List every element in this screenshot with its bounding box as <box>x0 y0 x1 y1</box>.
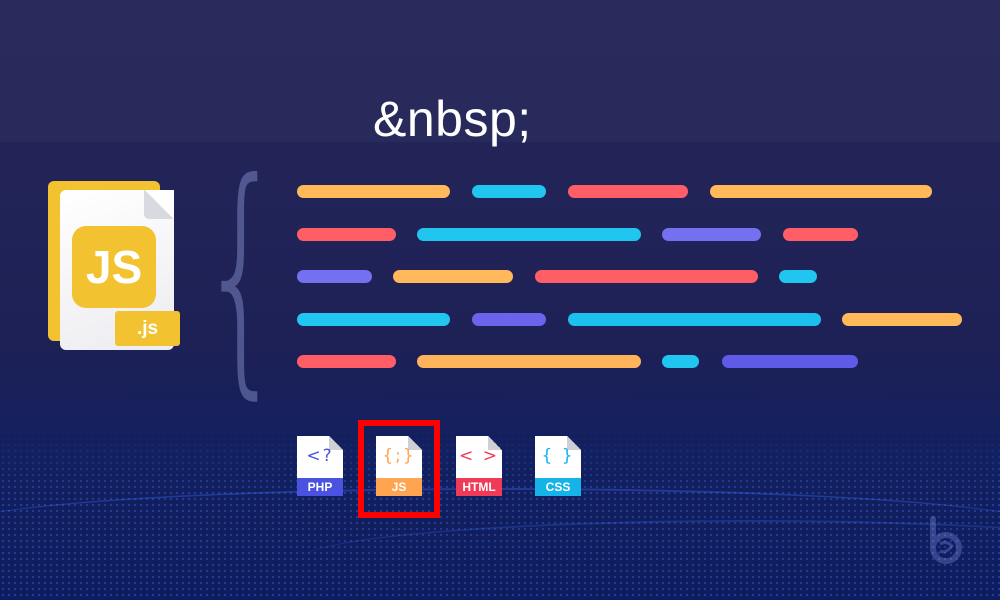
curly-brace-icon: { <box>198 129 286 420</box>
js-file-illustration: JS .js <box>45 178 185 358</box>
code-line-bar <box>297 355 396 368</box>
js-logo-badge: JS <box>72 226 156 308</box>
css-label: CSS <box>535 478 581 496</box>
code-line-bar <box>779 270 817 283</box>
html-glyph: < > <box>459 446 499 466</box>
code-line-bar <box>662 228 761 241</box>
code-line-bar <box>393 270 513 283</box>
js-file-icon[interactable]: {;} JS <box>376 436 422 496</box>
code-line-bar <box>297 313 450 326</box>
code-line-bar <box>535 270 758 283</box>
code-line-bar <box>297 228 396 241</box>
wave-line <box>300 520 1000 600</box>
file-fold-corner <box>567 436 581 450</box>
html-file-icon[interactable]: < > HTML <box>456 436 502 496</box>
code-line-bar <box>297 270 372 283</box>
php-label: PHP <box>297 478 343 496</box>
js-file-fold-corner <box>144 190 174 219</box>
php-file-icon[interactable]: <? PHP <box>297 436 343 496</box>
file-fold-corner <box>488 436 502 450</box>
html-label: HTML <box>456 478 502 496</box>
code-line-bar <box>710 185 932 198</box>
css-glyph: { } <box>541 446 575 466</box>
code-line-bar <box>722 355 858 368</box>
code-line-bar <box>297 185 450 198</box>
css-file-icon[interactable]: { } CSS <box>535 436 581 496</box>
file-fold-corner <box>329 436 343 450</box>
js-highlight-box <box>358 420 440 518</box>
code-line-bar <box>662 355 699 368</box>
brand-logo-icon <box>930 516 962 564</box>
code-line-bar <box>568 185 688 198</box>
code-line-bar <box>472 313 546 326</box>
code-line-bar <box>842 313 962 326</box>
js-extension-tag: .js <box>115 311 180 346</box>
code-line-bar <box>417 228 641 241</box>
code-line-bar <box>472 185 546 198</box>
php-glyph: <? <box>306 446 334 466</box>
code-line-bar <box>783 228 858 241</box>
page-title: &nbsp; <box>373 91 532 147</box>
js-label: JS <box>376 478 422 496</box>
code-line-bar <box>568 313 821 326</box>
js-glyph: {;} <box>382 446 416 466</box>
file-fold-corner <box>408 436 422 450</box>
code-line-bar <box>417 355 641 368</box>
